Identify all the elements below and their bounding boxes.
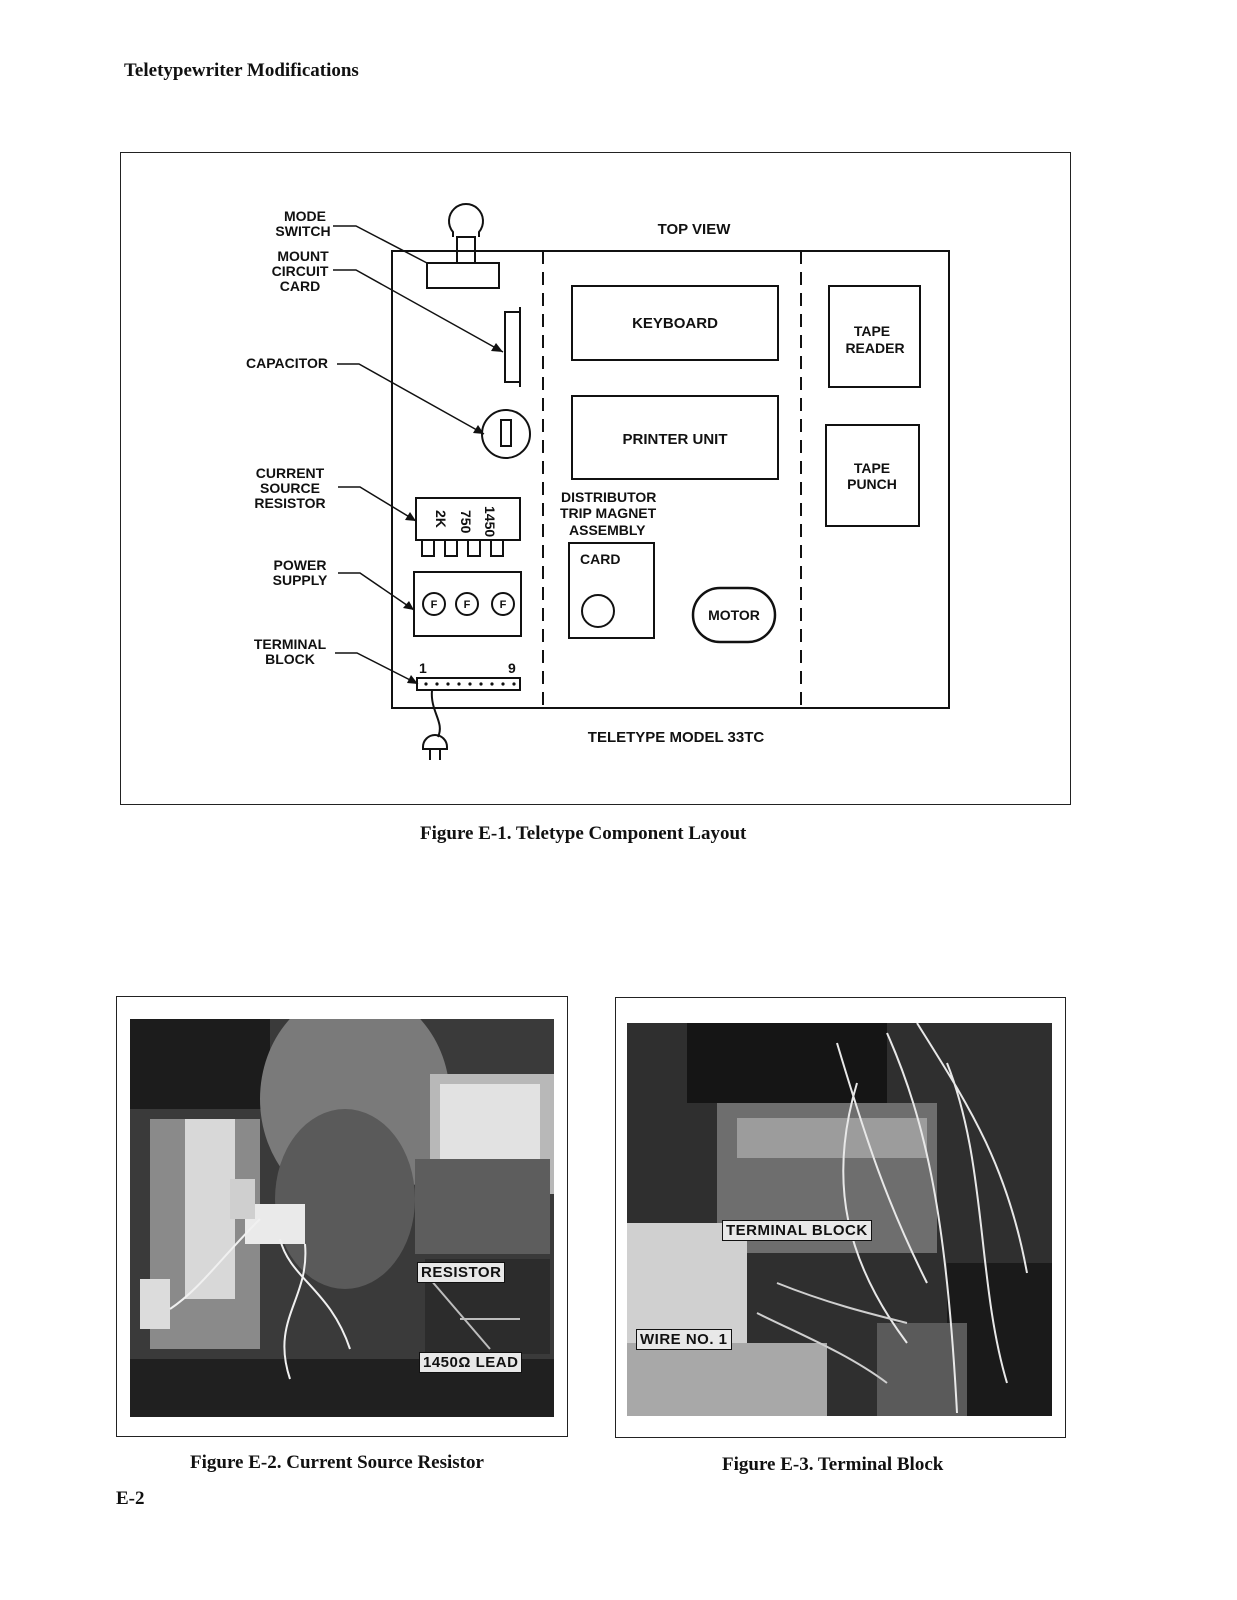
motor-shape bbox=[691, 586, 777, 644]
terminal-number-last: 9 bbox=[508, 660, 516, 676]
tape-reader-box bbox=[828, 285, 921, 388]
callout-mount-card-1: MOUNT bbox=[277, 248, 329, 264]
resistor-value-1450: 1450 bbox=[482, 506, 498, 537]
distributor-label-2: TRIP MAGNET bbox=[560, 505, 657, 521]
callout-power-supply-1: POWER bbox=[274, 557, 327, 573]
card-label: CARD bbox=[580, 551, 620, 567]
figure-e2-photo bbox=[130, 1019, 554, 1417]
tape-reader-label-1: TAPE bbox=[854, 323, 890, 339]
teletype-chassis bbox=[391, 250, 950, 709]
callout-mode-switch-2: SWITCH bbox=[275, 223, 330, 239]
terminal-block-photo-label: TERMINAL BLOCK bbox=[722, 1220, 872, 1241]
tape-punch-box bbox=[825, 424, 920, 527]
distributor-label-1: DISTRIBUTOR bbox=[561, 489, 656, 505]
power-supply-box bbox=[413, 571, 522, 637]
callout-mount-card-3: CARD bbox=[280, 278, 320, 294]
callout-resistor-2: SOURCE bbox=[260, 480, 320, 496]
tape-punch-label-2: PUNCH bbox=[847, 476, 897, 492]
lead-photo-label: 1450Ω LEAD bbox=[419, 1352, 523, 1373]
fuse-label-3: F bbox=[500, 599, 507, 611]
fuse-label-1: F bbox=[431, 599, 438, 611]
motor-label: MOTOR bbox=[708, 607, 760, 623]
figure-e1-caption: Figure E-1. Teletype Component Layout bbox=[420, 823, 747, 844]
running-header: Teletypewriter Modifications bbox=[124, 60, 359, 81]
power-cord bbox=[430, 689, 441, 738]
page-number: E-2 bbox=[116, 1488, 145, 1509]
terminal-number-first: 1 bbox=[419, 660, 427, 676]
callout-power-supply-2: SUPPLY bbox=[273, 572, 328, 588]
distributor-card-box bbox=[568, 542, 655, 639]
figure-e1-diagram: MODE SWITCH MOUNT CIRCUIT CARD CAPACITOR… bbox=[246, 203, 950, 760]
tape-reader-label-2: READER bbox=[845, 340, 904, 356]
callout-terminal-block-1: TERMINAL bbox=[254, 636, 327, 652]
power-plug bbox=[422, 734, 448, 750]
wire-photo-label: WIRE NO. 1 bbox=[636, 1329, 732, 1350]
figure-e1-frame bbox=[120, 152, 1071, 805]
figure-e3-photo bbox=[627, 1023, 1052, 1416]
capacitor-shape bbox=[481, 409, 531, 459]
callout-resistor-3: RESISTOR bbox=[254, 495, 325, 511]
mode-switch-base bbox=[426, 262, 500, 289]
trip-magnet-circle bbox=[581, 594, 615, 628]
resistor-photo-label: RESISTOR bbox=[417, 1262, 506, 1283]
keyboard-label: KEYBOARD bbox=[632, 315, 718, 332]
resistor-value-2k: 2K bbox=[433, 510, 449, 528]
callout-resistor-1: CURRENT bbox=[256, 465, 325, 481]
fuse-label-2: F bbox=[464, 599, 471, 611]
printer-unit-label: PRINTER UNIT bbox=[623, 431, 728, 448]
distributor-label-3: ASSEMBLY bbox=[569, 522, 646, 538]
figure-e3-caption: Figure E-3. Terminal Block bbox=[722, 1454, 944, 1475]
callout-mount-card-2: CIRCUIT bbox=[272, 263, 329, 279]
model-label: TELETYPE MODEL 33TC bbox=[588, 729, 765, 746]
tape-punch-label-1: TAPE bbox=[854, 460, 890, 476]
keyboard-box bbox=[571, 285, 779, 361]
callout-terminal-block-2: BLOCK bbox=[265, 651, 315, 667]
figure-e2-caption: Figure E-2. Current Source Resistor bbox=[190, 1452, 484, 1473]
circuit-card-mount bbox=[504, 311, 521, 383]
resistor-value-750: 750 bbox=[458, 510, 474, 534]
callout-mode-switch-1: MODE bbox=[284, 208, 326, 224]
callout-capacitor: CAPACITOR bbox=[246, 355, 328, 371]
printer-unit-box bbox=[571, 395, 779, 480]
top-view-label: TOP VIEW bbox=[658, 221, 732, 238]
mode-switch-knob bbox=[448, 203, 484, 237]
